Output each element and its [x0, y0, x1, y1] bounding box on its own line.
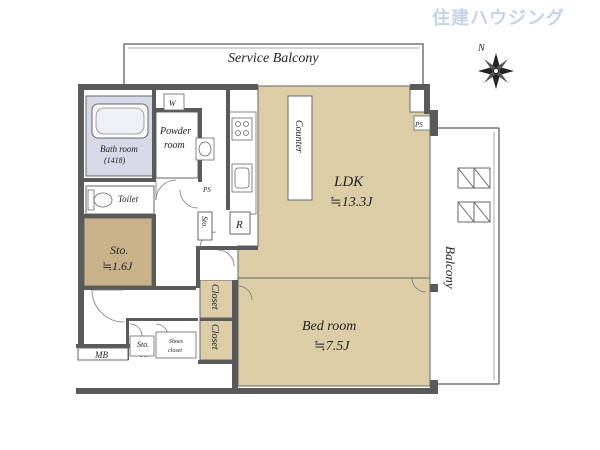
ps-label-kitchen: PS [414, 121, 423, 129]
bedroom-floor [237, 277, 431, 387]
bathtub-icon [91, 103, 149, 139]
kitchen-sink-icon [231, 163, 253, 193]
stove-icon [231, 117, 253, 141]
refrigerator-mark: R [235, 219, 243, 231]
balcony [438, 127, 500, 385]
bathroom-label: Bath room [100, 144, 138, 154]
shoes-closet-line2: closet [168, 348, 182, 354]
storage-size: ≒1.6J [102, 259, 133, 273]
refrigerator-space [229, 211, 251, 235]
ldk-label: LDK [333, 174, 364, 190]
bathroom-size: (1418) [104, 156, 126, 165]
washing-machine-icon [163, 93, 185, 111]
closet-lower-label: Closet [209, 324, 220, 350]
meter-box-label: MB [94, 350, 108, 360]
toilet-icon [87, 189, 113, 211]
counter [287, 95, 313, 201]
powder-room-line2: room [164, 140, 185, 151]
compass-north-label: N [477, 43, 486, 54]
counter-label: Counter [293, 120, 304, 153]
small-storage-cabinet [197, 211, 213, 241]
toilet-label: Toilet [118, 194, 139, 204]
ldk-size: ≒13.3J [330, 195, 373, 210]
service-balcony-label: Service Balcony [228, 51, 319, 66]
entrance-storage [129, 331, 197, 359]
balcony-label: Balcony [443, 246, 458, 289]
ps-label-hall: PS [202, 186, 211, 194]
pipe-shaft-kitchen [413, 115, 431, 131]
closet-upper-label: Closet [209, 284, 220, 310]
shoes-closet-line1: Shoes [169, 339, 184, 345]
washer-mark: W [169, 99, 177, 108]
service-balcony [123, 43, 424, 86]
compass-rose-icon [478, 53, 514, 89]
meter-box [77, 347, 129, 361]
washbasin-icon [195, 137, 215, 161]
powder-room-line1: Powder [159, 126, 191, 137]
brand-logo-text: 住建ハウジング [432, 7, 565, 29]
entrance-storage-label: Sto. [137, 340, 149, 349]
storage-label: Sto. [110, 243, 128, 257]
door-swings [91, 179, 427, 337]
bedroom-label: Bed room [302, 319, 356, 334]
small-storage-label: Sto. [200, 216, 209, 228]
bedroom-size: ≒7.5J [314, 339, 350, 354]
